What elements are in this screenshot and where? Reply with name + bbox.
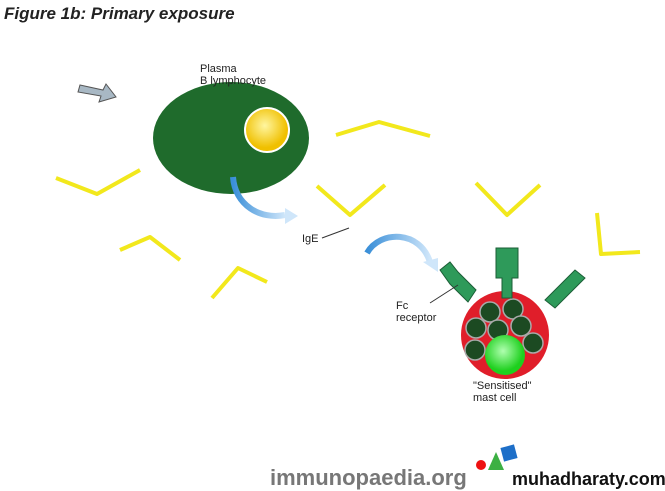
plasma-cell-label: Plasma B lymphocyte <box>200 63 267 87</box>
figure-title: Figure 1b: Primary exposure <box>4 4 235 23</box>
curved-arrow-2-head <box>423 258 438 272</box>
logo-blue-cube <box>500 444 518 462</box>
plasma-nucleus <box>244 107 290 153</box>
fc-receptor-label: Fc receptor <box>396 300 437 324</box>
mast-nucleus <box>485 335 525 375</box>
antibody <box>119 235 182 262</box>
antibody <box>210 266 268 300</box>
curved-arrow-2 <box>364 233 433 264</box>
granules <box>464 298 544 361</box>
fc-receptor <box>439 261 477 303</box>
antibody <box>474 181 542 217</box>
logo-red-ball <box>476 460 486 470</box>
pointer-arrow-icon <box>77 83 117 103</box>
immunopaedia-watermark: immunopaedia.org <box>270 465 467 490</box>
ige-pointer-line <box>321 227 350 239</box>
antibody <box>595 212 641 256</box>
antibody <box>315 183 387 217</box>
ige-label: IgE <box>302 233 319 245</box>
curved-arrow-1-head <box>285 208 298 224</box>
ige-antibodies <box>55 120 641 300</box>
fc-receptor <box>495 247 519 299</box>
logo-green-pyramid <box>488 452 504 470</box>
muhadharaty-watermark: muhadharaty.com <box>512 469 665 489</box>
antibody <box>55 168 141 196</box>
fc-pointer-line <box>429 284 459 304</box>
fc-receptor <box>544 269 586 309</box>
mast-cell-label: "Sensitised" mast cell <box>473 380 532 404</box>
antibody <box>335 120 431 138</box>
fc-receptors <box>439 247 586 309</box>
curved-arrow-1 <box>230 176 286 219</box>
